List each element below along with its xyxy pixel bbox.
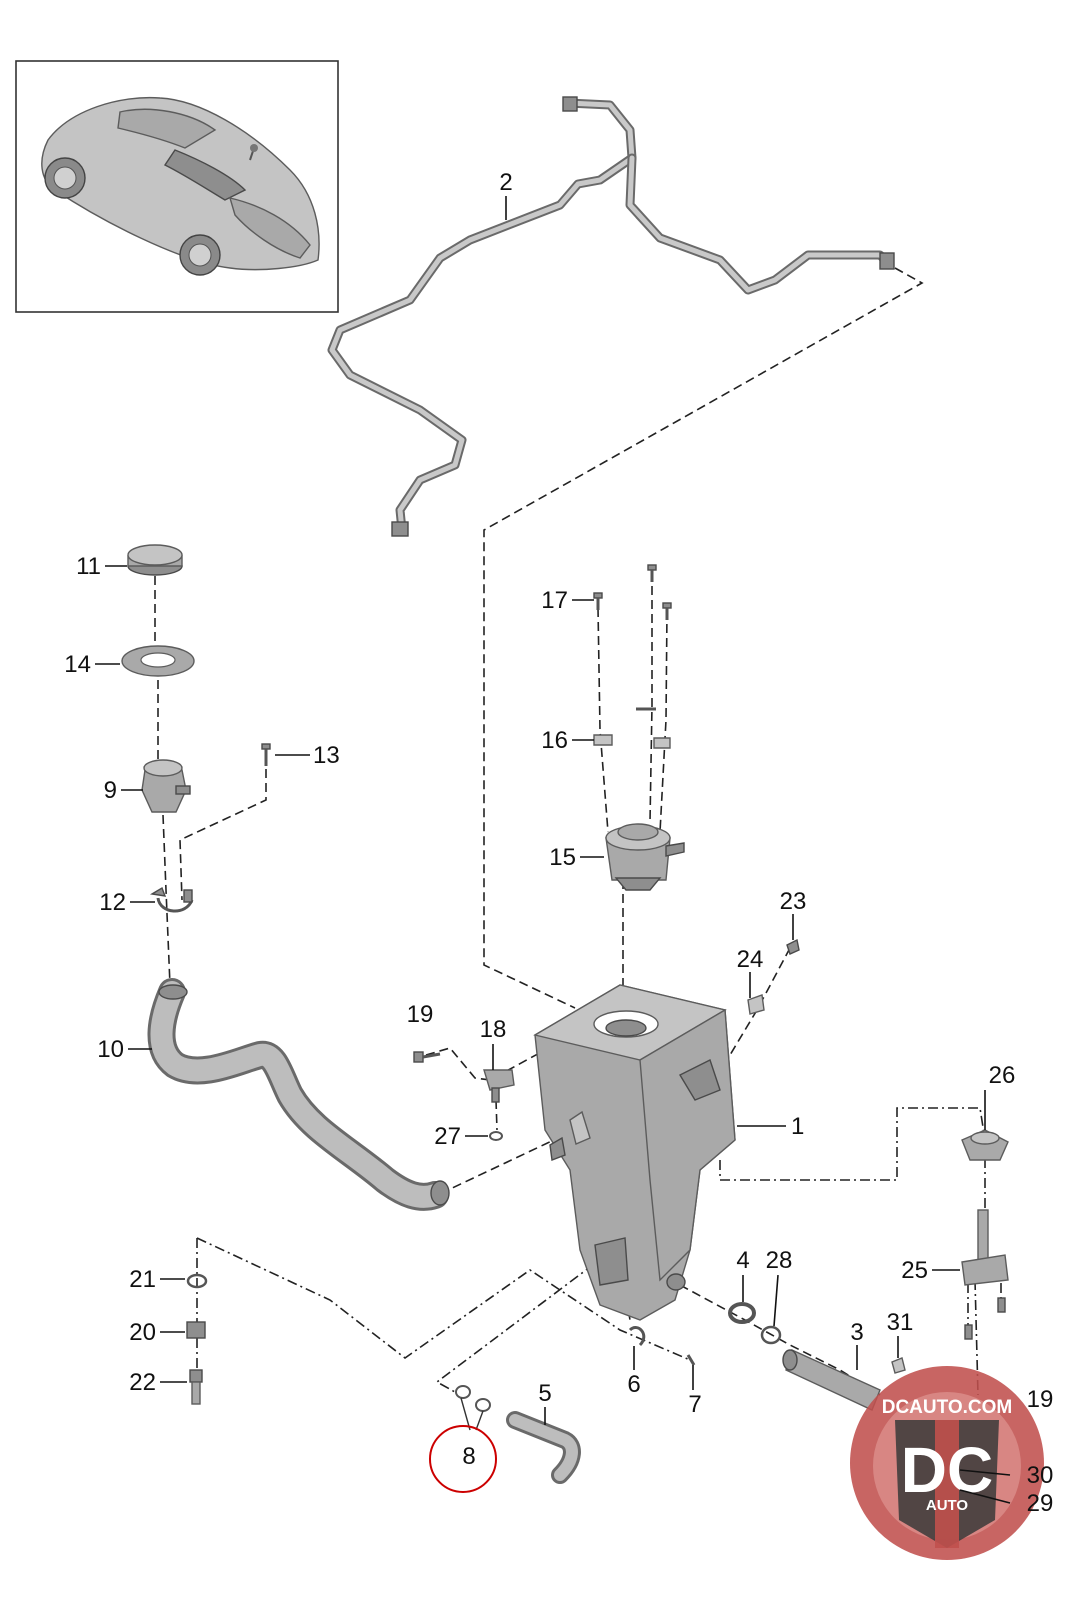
part-1-reservoir-tank — [533, 984, 736, 1321]
part-14-seal-ring — [121, 645, 195, 677]
vehicle-overview-inset — [15, 60, 339, 313]
callout-15: 15 — [549, 844, 576, 871]
part-26-cap — [961, 1129, 1009, 1161]
callout-19-lower: 19 — [1027, 1386, 1054, 1413]
part-15-pump — [605, 823, 685, 891]
callout-24: 24 — [737, 946, 764, 973]
part-6-clip — [628, 1326, 646, 1347]
callout-8: 8 — [462, 1443, 475, 1470]
callout-3: 3 — [850, 1319, 863, 1346]
part-27-seal — [489, 1131, 503, 1141]
part-21-washer — [186, 1273, 208, 1289]
callout-25: 25 — [901, 1257, 928, 1284]
part-7-screw — [686, 1354, 696, 1366]
part-8-highlight-circle — [429, 1425, 497, 1493]
car-illustration — [41, 96, 320, 276]
callout-27: 27 — [434, 1123, 461, 1150]
watermark-domain: DCAUTO.COM — [882, 1397, 1013, 1418]
callout-14: 14 — [64, 651, 91, 678]
part-11-filler-cap — [127, 544, 183, 576]
callout-26: 26 — [989, 1062, 1016, 1089]
callout-12: 12 — [99, 889, 126, 916]
callout-11: 11 — [76, 553, 101, 580]
callout-7: 7 — [688, 1391, 701, 1418]
part-23-screw — [786, 938, 800, 955]
part-12-clip — [149, 886, 194, 913]
callout-9: 9 — [104, 777, 117, 804]
part-2-vent-line — [327, 96, 895, 537]
part-13-screw — [261, 743, 271, 766]
part-24-bracket — [747, 994, 765, 1015]
callout-2: 2 — [499, 169, 512, 196]
callout-labels: 2 11 14 13 9 12 10 17 16 15 19 18 27 1 2… — [64, 169, 1015, 1470]
part-25-level-sensor — [961, 1209, 1009, 1340]
callout-28: 28 — [766, 1247, 793, 1274]
callout-23: 23 — [780, 888, 807, 915]
callout-13: 13 — [313, 742, 340, 769]
part-22-bolt — [189, 1369, 203, 1405]
callout-19-upper: 19 — [407, 1001, 434, 1028]
callout-6: 6 — [627, 1371, 640, 1398]
callout-16: 16 — [541, 727, 568, 754]
callout-31: 31 — [887, 1309, 914, 1336]
callout-1: 1 — [791, 1113, 804, 1140]
part-10-filler-hose — [147, 978, 450, 1211]
callout-4: 4 — [736, 1247, 749, 1274]
part-19-screw — [413, 1051, 441, 1063]
callout-17: 17 — [541, 587, 568, 614]
callout-20: 20 — [129, 1319, 156, 1346]
part-5-hose — [506, 1411, 581, 1484]
part-4-clamp — [728, 1302, 756, 1324]
part-16-clips — [593, 734, 671, 749]
callout-21: 21 — [129, 1266, 156, 1293]
dcauto-watermark-logo: DCAUTO.COM DC AUTO — [850, 1366, 1044, 1560]
callout-29: 29 — [1027, 1490, 1054, 1517]
callout-30: 30 — [1027, 1462, 1054, 1489]
callout-labels-over-logo: 19 30 29 — [959, 1386, 1054, 1517]
callout-22: 22 — [129, 1369, 156, 1396]
part-28-o-ring — [760, 1325, 782, 1345]
callout-5: 5 — [538, 1380, 551, 1407]
part-18-sensor — [483, 1069, 515, 1103]
part-8-seals — [455, 1385, 491, 1431]
callout-18: 18 — [480, 1016, 507, 1043]
part-20-nut — [186, 1321, 206, 1339]
part-31-cap — [891, 1357, 906, 1374]
part-3-pump — [782, 1349, 881, 1411]
part-17-screws — [593, 564, 672, 711]
part-9-filler-neck — [141, 759, 191, 813]
leader-lines — [95, 196, 986, 1425]
callout-10: 10 — [97, 1036, 124, 1063]
watermark-sub-text: AUTO — [926, 1497, 969, 1514]
